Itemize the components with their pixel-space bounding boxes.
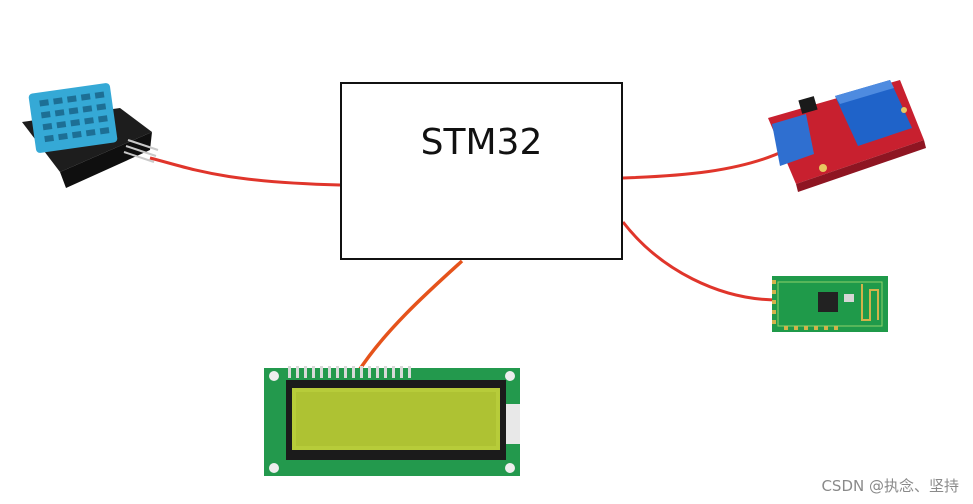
wire-sensor-to-mcu	[149, 156, 341, 187]
controller-label: STM32	[420, 122, 543, 163]
wire-mcu-to-bluetooth	[621, 221, 779, 302]
dht11-sensor-module	[22, 83, 159, 188]
watermark: CSDN @执念、坚持	[821, 477, 959, 495]
relay-module	[768, 80, 926, 192]
stm32-controller-box: STM32	[340, 82, 623, 260]
wire-mcu-to-lcd	[356, 259, 464, 373]
lcd1602-display	[264, 366, 520, 476]
bluetooth-module	[772, 276, 888, 332]
wire-mcu-to-relay	[622, 148, 787, 180]
